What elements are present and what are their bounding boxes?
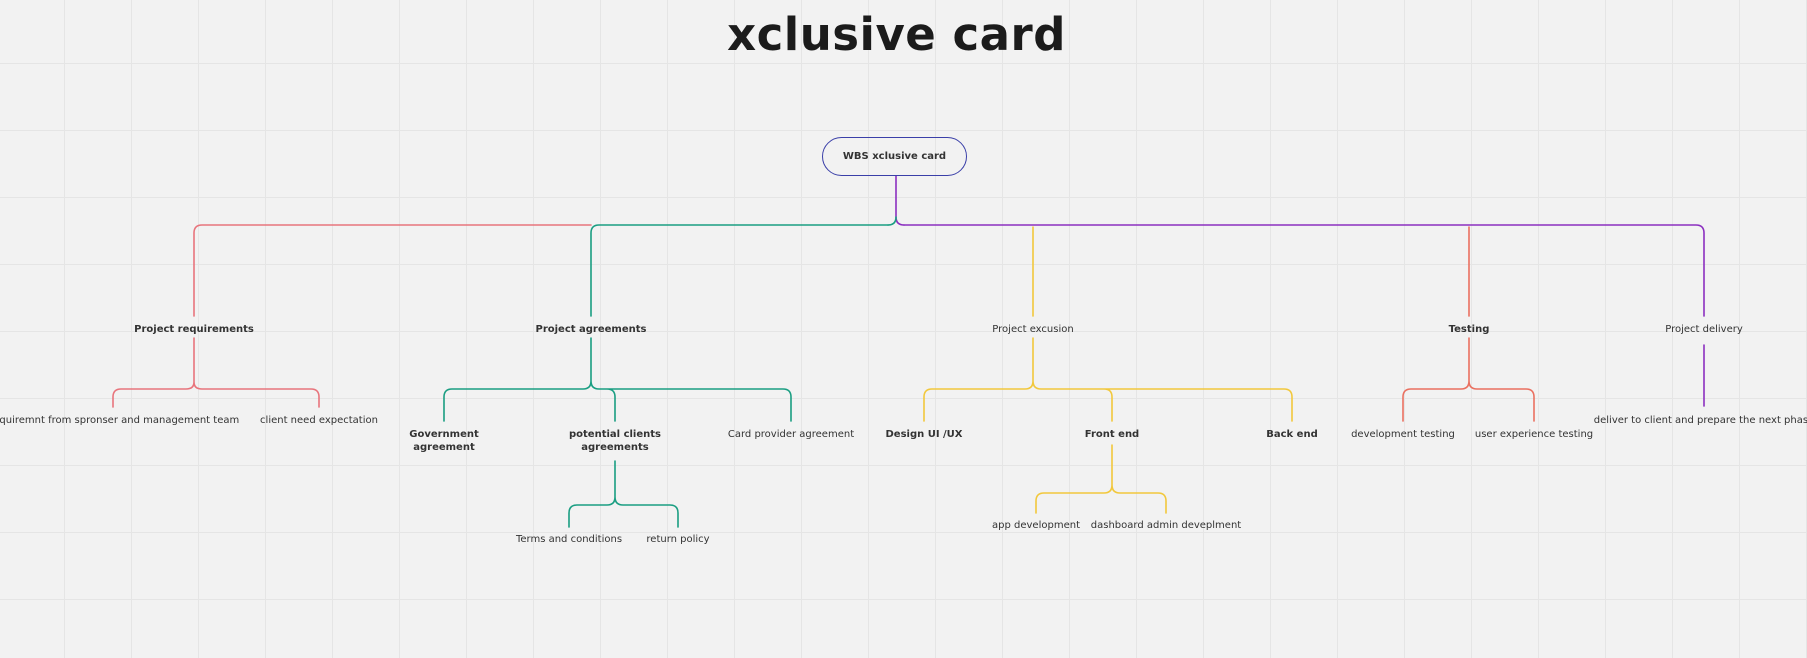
connector-testing-children bbox=[1402, 337, 1535, 422]
node-sponsor-requirements[interactable]: Requiremnt from spronser and management … bbox=[0, 415, 240, 426]
node-government-agreement[interactable]: Government agreement bbox=[409, 429, 479, 453]
node-potential-clients-agreements[interactable]: potential clients agreements bbox=[569, 429, 661, 453]
branch-project-execution[interactable]: Project excusion bbox=[992, 324, 1074, 335]
node-front-end[interactable]: Front end bbox=[1084, 429, 1140, 440]
node-client-expectation[interactable]: client need expectation bbox=[260, 415, 378, 426]
connector-agreements-join bbox=[887, 216, 897, 226]
node-back-end[interactable]: Back end bbox=[1266, 429, 1318, 440]
node-dashboard-admin-development[interactable]: dashboard admin deveplment bbox=[1090, 520, 1242, 531]
branch-project-requirements[interactable]: Project requirements bbox=[134, 324, 254, 335]
connector-execution-children bbox=[923, 337, 1293, 422]
node-development-testing[interactable]: development testing bbox=[1351, 429, 1455, 440]
branch-testing[interactable]: Testing bbox=[1448, 324, 1490, 335]
branch-project-delivery[interactable]: Project delivery bbox=[1665, 324, 1743, 335]
node-card-provider-agreement[interactable]: Card provider agreement bbox=[727, 429, 855, 440]
node-return-policy[interactable]: return policy bbox=[646, 534, 710, 545]
connector-requirements-children bbox=[112, 337, 320, 408]
node-user-experience-testing[interactable]: user experience testing bbox=[1474, 429, 1594, 440]
node-design-ui-ux[interactable]: Design UI /UX bbox=[885, 429, 963, 440]
board-title: xclusive card bbox=[727, 8, 1066, 61]
node-terms-and-conditions[interactable]: Terms and conditions bbox=[515, 534, 623, 545]
connector-root-trunk bbox=[895, 175, 905, 226]
node-deliver-to-client[interactable]: deliver to client and prepare the next p… bbox=[1593, 415, 1807, 426]
connector-agreements bbox=[590, 224, 889, 317]
connector-agreements-children bbox=[443, 337, 792, 422]
wbs-root-node[interactable]: WBS xclusive card bbox=[822, 137, 967, 176]
branch-project-agreements[interactable]: Project agreements bbox=[535, 324, 647, 335]
connector-requirements bbox=[193, 224, 592, 317]
node-app-development[interactable]: app development bbox=[992, 520, 1080, 531]
connector-potential-clients-sub bbox=[568, 460, 679, 528]
connector-frontend-sub bbox=[1035, 444, 1167, 514]
connector-delivery bbox=[903, 224, 1705, 317]
